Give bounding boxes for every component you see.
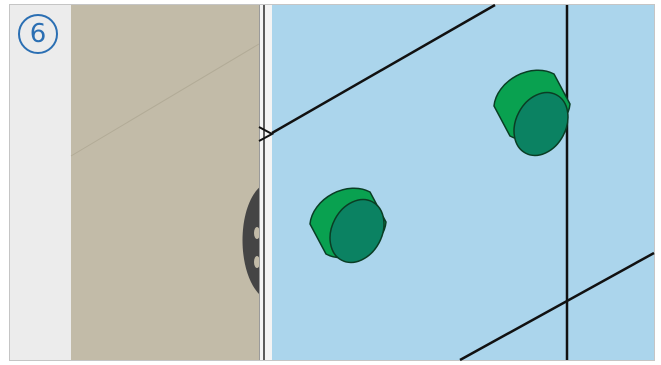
grout-lines bbox=[271, 3, 655, 362]
device-edge bbox=[259, 5, 272, 360]
tile-surface bbox=[272, 5, 654, 360]
mount-plate-slot bbox=[254, 256, 260, 268]
step-number-badge: 6 bbox=[18, 14, 58, 54]
wall-crack-line bbox=[70, 43, 260, 157]
mount-plate bbox=[242, 185, 262, 297]
adhesive-bumper-upper bbox=[493, 69, 571, 157]
wall-panel bbox=[71, 5, 259, 360]
mount-plate-slot bbox=[254, 227, 260, 239]
grout-notch bbox=[258, 126, 275, 142]
left-strip bbox=[10, 5, 71, 360]
adhesive-bumper-lower bbox=[309, 187, 387, 264]
